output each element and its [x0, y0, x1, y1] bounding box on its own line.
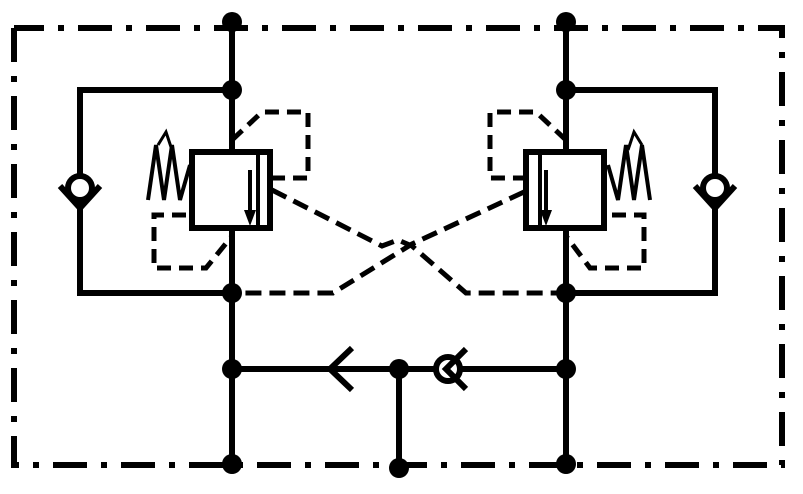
valve-right	[487, 109, 652, 271]
valve-left	[146, 109, 311, 271]
check-valve-bottom	[433, 346, 469, 392]
pilot-cross-line-2	[232, 189, 526, 296]
pilot-cross-line-1	[270, 187, 566, 296]
check-valve-right	[692, 173, 738, 213]
spring-left-icon	[146, 144, 192, 201]
check-valve-bottom-left-arrow	[325, 345, 355, 393]
spring-right-icon	[606, 144, 652, 201]
enclosure-boundary	[11, 25, 785, 468]
check-valve-left	[57, 173, 103, 213]
junction-dots	[222, 12, 576, 478]
